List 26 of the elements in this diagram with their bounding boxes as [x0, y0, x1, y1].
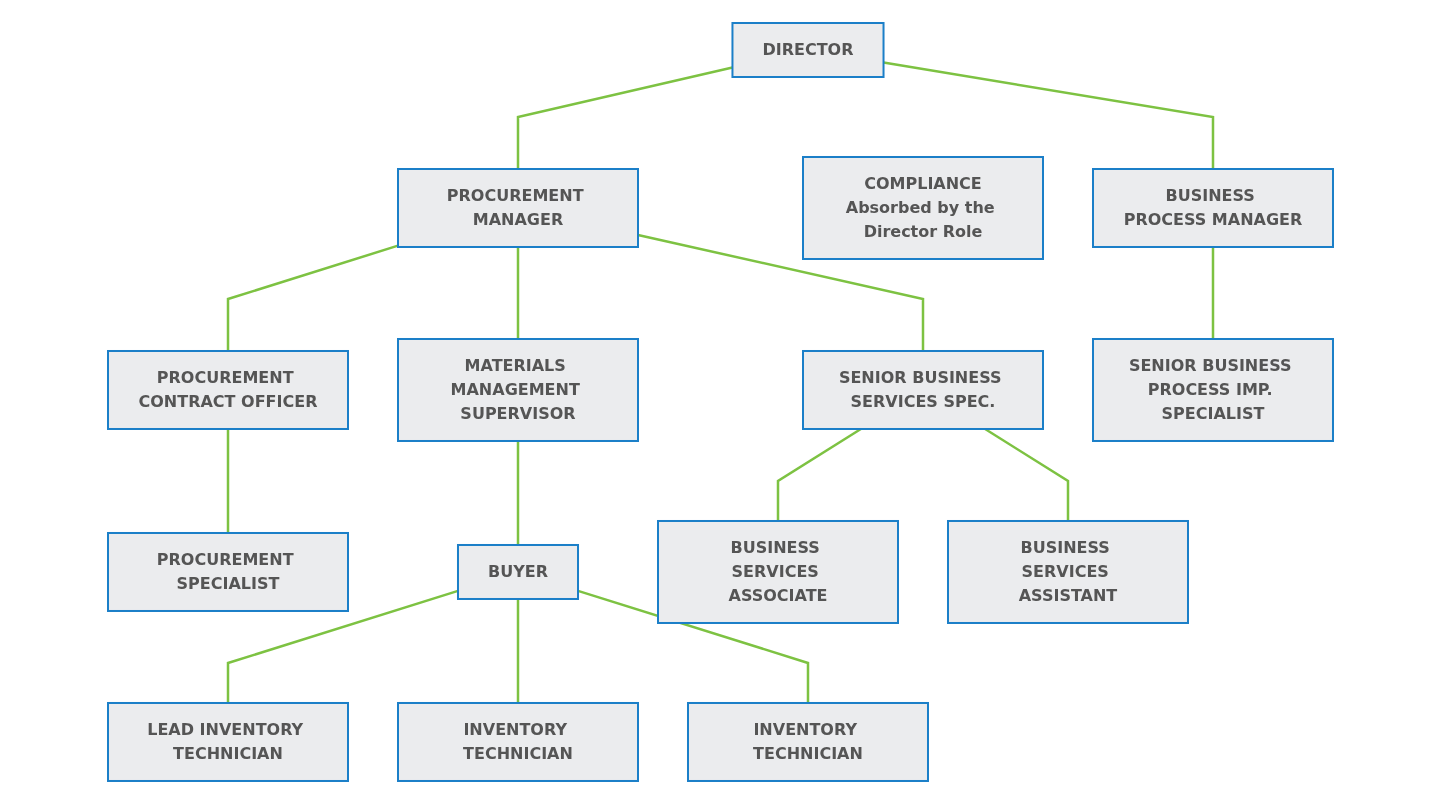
node-box: PROCUREMENT MANAGER — [396, 167, 639, 248]
node-box: MATERIALS MANAGEMENT SUPERVISOR — [396, 337, 639, 442]
connector — [637, 233, 924, 351]
node-box: PROCUREMENT SPECIALIST — [106, 531, 349, 612]
node-box: PROCUREMENT CONTRACT OFFICER — [106, 349, 349, 430]
node-box: SENIOR BUSINESS SERVICES SPEC. — [801, 349, 1044, 430]
node-box: SENIOR BUSINESS PROCESS IMP. SPECIALIST — [1091, 337, 1334, 442]
node-box: COMPLIANCE Absorbed by the Director Role — [801, 155, 1044, 260]
node-box: BUYER — [456, 543, 579, 600]
connector — [516, 440, 519, 545]
connector — [516, 246, 519, 339]
node-box: LEAD INVENTORY TECHNICIAN — [106, 701, 349, 782]
node-box: BUSINESS SERVICES ASSISTANT — [946, 519, 1189, 624]
node-box: INVENTORY TECHNICIAN — [686, 701, 929, 782]
node-box: INVENTORY TECHNICIAN — [396, 701, 639, 782]
connector — [226, 428, 229, 533]
node-box: BUSINESS PROCESS MANAGER — [1091, 167, 1334, 248]
connector — [983, 427, 1069, 521]
node-box: BUSINESS SERVICES ASSOCIATE — [656, 519, 899, 624]
connector — [226, 243, 398, 351]
node-box: DIRECTOR — [730, 21, 884, 78]
connector — [776, 427, 862, 521]
connector — [226, 589, 458, 703]
connector — [1211, 246, 1214, 339]
connector — [516, 598, 519, 703]
connector — [577, 589, 809, 703]
